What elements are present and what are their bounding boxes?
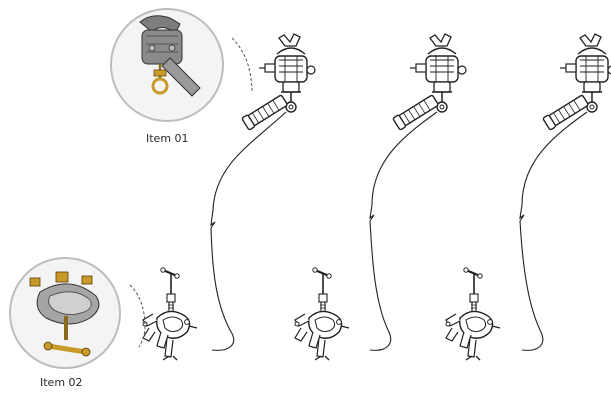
clamp-photo-01-icon	[139, 15, 201, 97]
item-01-photo	[110, 8, 253, 122]
ground-clamp-1	[141, 266, 199, 362]
line-clamp-3	[541, 33, 611, 131]
grounding-set-3	[444, 33, 611, 362]
clamp-photo-02-icon	[29, 271, 100, 357]
grounding-set-2	[293, 33, 467, 362]
line-clamp-2	[391, 33, 467, 131]
item-02-label: Item 02	[40, 376, 83, 389]
ground-clamp-3	[444, 266, 502, 362]
ground-cable-2	[369, 111, 438, 351]
item-02-photo	[9, 257, 146, 369]
ground-cable-3	[519, 111, 588, 351]
item-01-label: Item 01	[146, 132, 189, 145]
grounding-set-1	[141, 33, 316, 362]
ground-cable-1	[210, 111, 287, 351]
ground-clamp-2	[293, 266, 351, 362]
line-clamp-1	[240, 33, 316, 131]
